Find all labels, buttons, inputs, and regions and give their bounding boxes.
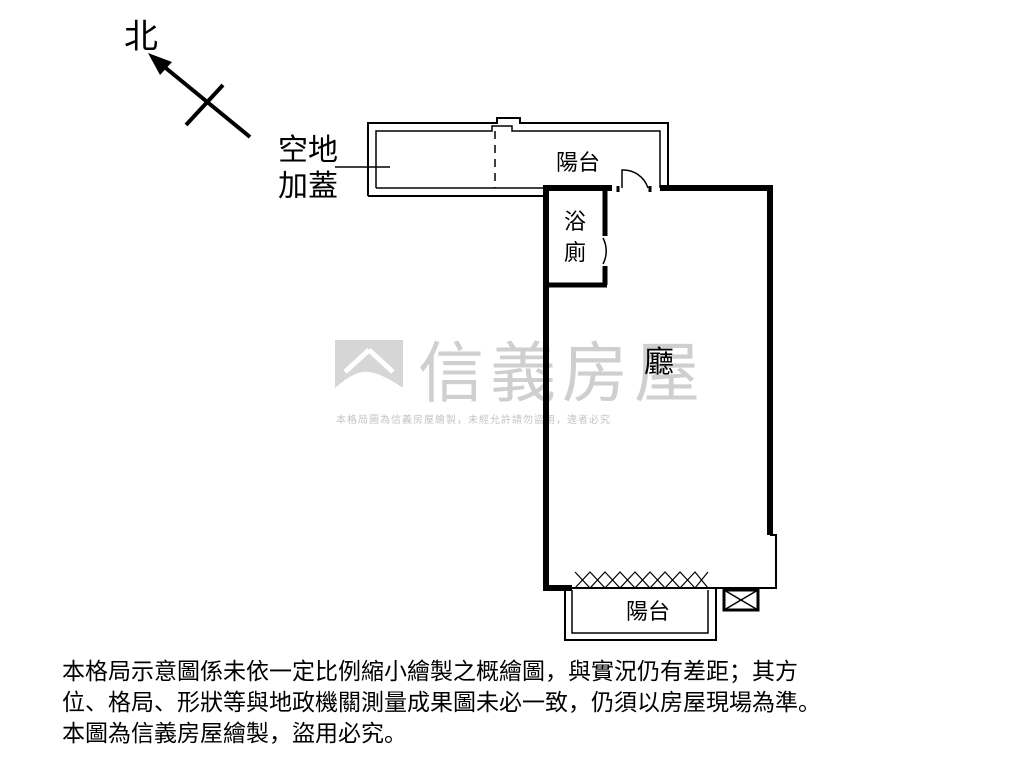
north-label: 北 [124, 17, 158, 57]
bathroom-label-line2: 廁 [564, 241, 586, 266]
north-compass: 北 [124, 17, 252, 139]
watermark: 信義房屋 本格局圖為信義房屋繪製，未經允許請勿盜用，違者必究 [335, 335, 706, 426]
balcony-door-swing-icon [621, 169, 649, 189]
bathroom-door-swing-icon [602, 237, 607, 265]
watermark-logo-icon [335, 340, 403, 400]
living-room-label: 廳 [644, 345, 674, 380]
bathroom-label-line1: 浴 [564, 210, 586, 235]
equipment-box-icon [722, 588, 760, 612]
north-arrow-icon [148, 53, 172, 75]
top-balcony-structure [335, 117, 669, 197]
bottom-balcony-structure [564, 571, 717, 641]
watermark-brand-name: 信義房屋 [418, 335, 706, 412]
watermark-notice: 本格局圖為信義房屋繪製，未經允許請勿盜用，違者必究 [336, 413, 611, 426]
vacant-addition-label-line1: 空地 [278, 133, 338, 168]
disclaimer-line-2: 位、格局、形狀等與地政機關測量成果圖未必一致，仍須以房屋現場為準。 [62, 690, 821, 716]
disclaimer-line-1: 本格局示意圖係未依一定比例縮小繪製之概繪圖，與實況仍有差距；其方 [62, 659, 798, 685]
north-arrow-crossbar [184, 83, 225, 127]
disclaimer-line-3: 本圖為信義房屋繪製，盜用必究。 [62, 721, 407, 747]
vacant-addition-label-line2: 加蓋 [278, 169, 338, 204]
disclaimer: 本格局示意圖係未依一定比例縮小繪製之概繪圖，與實況仍有差距；其方 位、格局、形狀… [62, 657, 982, 750]
bathroom-walls [546, 188, 608, 288]
north-arrow-shaft [154, 58, 252, 139]
bottom-balcony-label: 陽台 [626, 600, 670, 625]
top-balcony-label: 陽台 [556, 151, 600, 176]
main-walls [543, 169, 777, 591]
